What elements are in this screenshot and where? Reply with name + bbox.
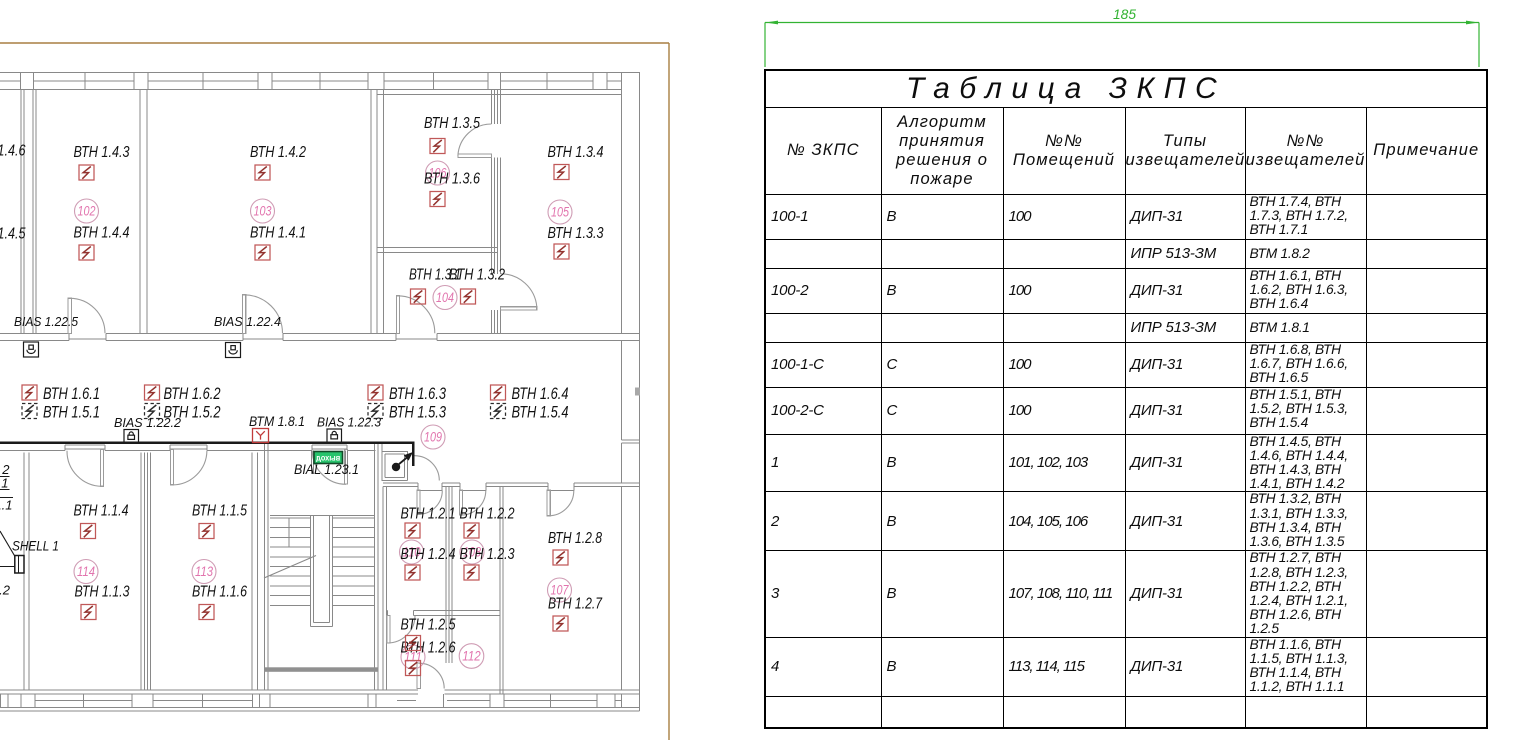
svg-text:ВТН 1.4.2: ВТН 1.4.2 xyxy=(250,144,306,161)
svg-text:105: 105 xyxy=(551,205,569,220)
svg-text:ВТН 1.1.6: ВТН 1.1.6 xyxy=(192,584,247,601)
svg-text:ВТН 1.2.3: ВТН 1.2.3 xyxy=(460,546,515,563)
svg-text:109: 109 xyxy=(424,430,442,445)
svg-text:ВТН 1.5.4: ВТН 1.5.4 xyxy=(512,404,569,422)
svg-text:BIAS 1.22.5: BIAS 1.22.5 xyxy=(14,314,79,329)
svg-text:ВТН 1.4.1: ВТН 1.4.1 xyxy=(250,225,306,242)
svg-text:BIAL 1.23.1: BIAL 1.23.1 xyxy=(294,462,359,477)
svg-text:ВТН 1.3.5: ВТН 1.3.5 xyxy=(424,115,480,132)
svg-text:110: 110 xyxy=(403,545,421,560)
svg-text:ВТН 1.3.6: ВТН 1.3.6 xyxy=(424,171,480,188)
svg-text:ВТН 1.5.2: ВТН 1.5.2 xyxy=(164,404,221,422)
svg-text:ВТМ 1.8.1: ВТМ 1.8.1 xyxy=(249,414,305,429)
svg-text:ВТН 1.4.5: ВТН 1.4.5 xyxy=(0,226,26,243)
svg-text:2: 2 xyxy=(1,462,10,477)
svg-text:108: 108 xyxy=(463,545,481,560)
svg-text:ВТН 1.5.3: ВТН 1.5.3 xyxy=(389,404,447,422)
svg-text:104: 104 xyxy=(436,290,454,305)
svg-text:ВТН 1.2.8: ВТН 1.2.8 xyxy=(548,530,602,547)
svg-text:ВТН 1.2.6: ВТН 1.2.6 xyxy=(401,640,456,657)
svg-text:.2: .2 xyxy=(0,583,11,598)
svg-text:ВТН 1.4.4: ВТН 1.4.4 xyxy=(74,225,130,242)
svg-text:ВТН 1.2.4: ВТН 1.2.4 xyxy=(401,546,456,563)
svg-text:107: 107 xyxy=(551,583,569,598)
svg-text:103: 103 xyxy=(254,204,272,219)
svg-text:ВТН 1.2.2: ВТН 1.2.2 xyxy=(460,506,515,523)
svg-text:113: 113 xyxy=(195,564,213,579)
svg-text:112: 112 xyxy=(462,649,481,664)
svg-text:ВТН 1.1.4: ВТН 1.1.4 xyxy=(74,503,129,520)
svg-text:ВТН 1.3.4: ВТН 1.3.4 xyxy=(548,144,604,161)
svg-text:ВТН 1.3.2: ВТН 1.3.2 xyxy=(449,267,505,284)
svg-text:ВТН 1.3.3: ВТН 1.3.3 xyxy=(548,225,604,242)
svg-text:1: 1 xyxy=(1,476,8,491)
svg-text:106: 106 xyxy=(429,166,447,181)
svg-text:ВТН 1.2.7: ВТН 1.2.7 xyxy=(548,596,602,613)
svg-text:BIAS 1.22.3: BIAS 1.22.3 xyxy=(317,415,382,430)
svg-text:185: 185 xyxy=(1113,7,1136,22)
svg-text:BIAS 1.22.4: BIAS 1.22.4 xyxy=(214,314,281,329)
svg-text:1.1: 1.1 xyxy=(0,498,13,513)
svg-text:ВТН 1.6.1: ВТН 1.6.1 xyxy=(43,385,100,403)
svg-text:ВТН 1.6.2: ВТН 1.6.2 xyxy=(164,385,221,403)
svg-text:ВТН 1.5.1: ВТН 1.5.1 xyxy=(43,404,100,422)
svg-text:ВТН 1.6.3: ВТН 1.6.3 xyxy=(389,385,447,403)
svg-text:SHELL 1: SHELL 1 xyxy=(12,539,59,554)
svg-text:ВТН 1.2.5: ВТН 1.2.5 xyxy=(401,617,456,634)
svg-text:BIAS 1.22.2: BIAS 1.22.2 xyxy=(114,415,182,430)
svg-text:ВТН 1.6.4: ВТН 1.6.4 xyxy=(512,385,569,403)
svg-text:ВТН 1.2.1: ВТН 1.2.1 xyxy=(401,506,456,523)
svg-text:114: 114 xyxy=(77,564,95,579)
svg-text:выход: выход xyxy=(316,454,340,463)
svg-text:ВТН 1.1.5: ВТН 1.1.5 xyxy=(192,503,247,520)
svg-text:ВТН 1.4.3: ВТН 1.4.3 xyxy=(74,144,130,161)
svg-text:102: 102 xyxy=(78,204,96,219)
svg-text:ВТН 1.1.3: ВТН 1.1.3 xyxy=(75,584,130,601)
svg-text:ВТН 1.3.1: ВТН 1.3.1 xyxy=(409,267,461,284)
svg-text:ВТН 1.4.6: ВТН 1.4.6 xyxy=(0,143,26,160)
